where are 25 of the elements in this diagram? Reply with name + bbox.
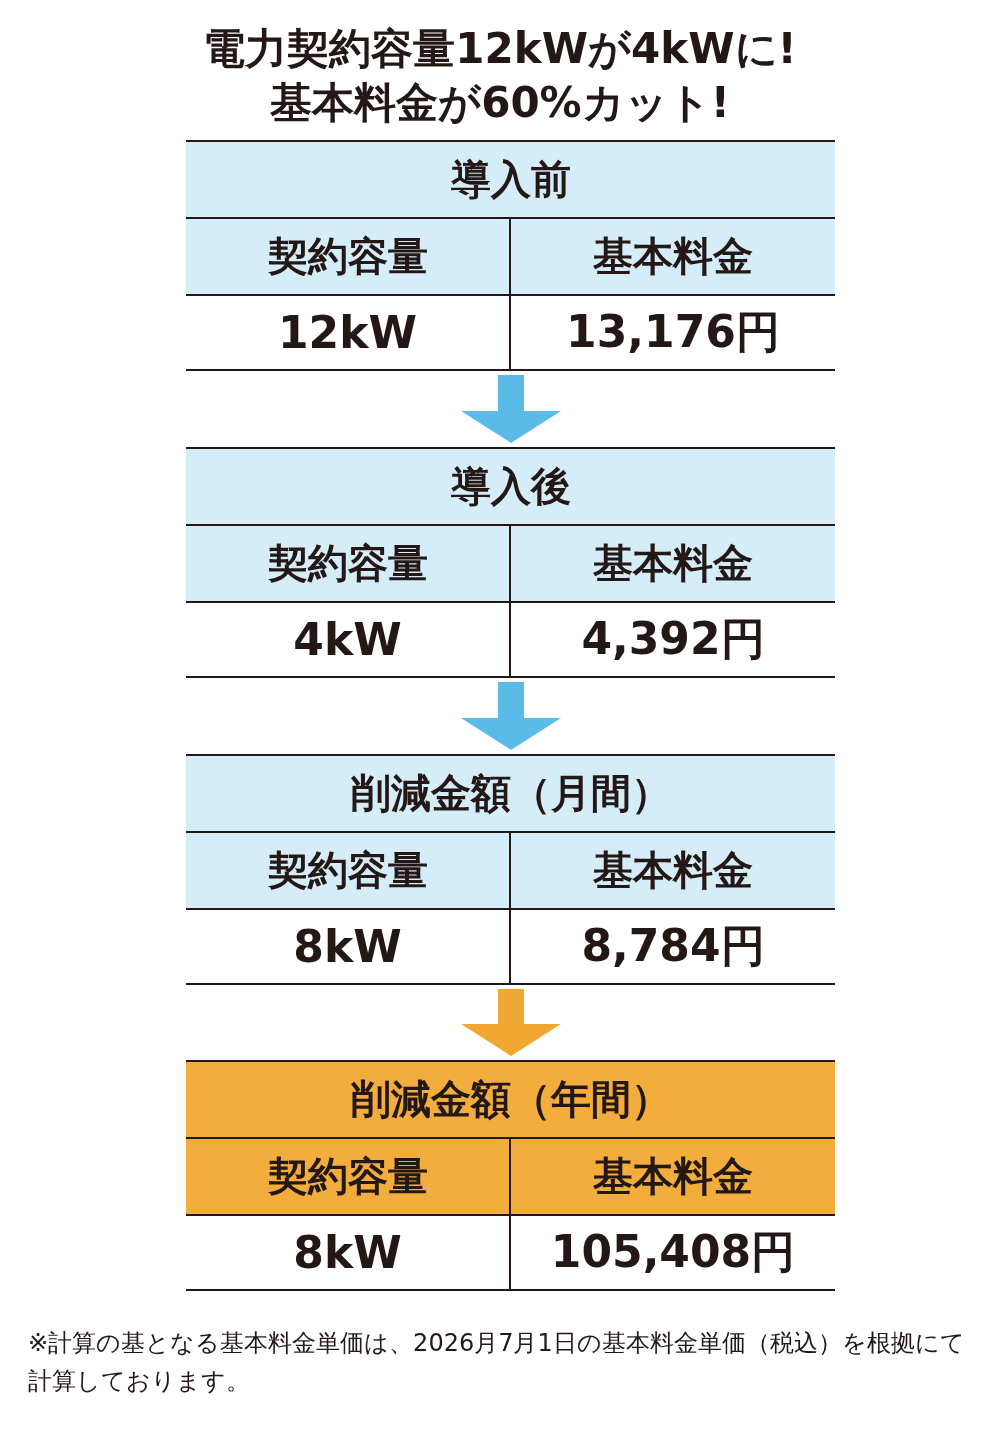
table-heading: 導入後 — [186, 447, 835, 524]
value-cell: 8,784円 — [511, 908, 835, 985]
value-cell: 8kW — [186, 1214, 511, 1291]
title: 電力契約容量12kWが4kWに! 基本料金が60%カット! — [202, 23, 798, 129]
footnote: ※計算の基となる基本料金単価は、2026月7月1日の基本料金単価（税込）を根拠にて計算しております。 — [28, 1328, 966, 1397]
down-arrow — [461, 375, 561, 443]
value-cell: 105,408円 — [511, 1214, 835, 1291]
column-header-cell: 基本料金 — [511, 831, 835, 908]
down-arrow — [461, 682, 561, 750]
column-header-cell: 基本料金 — [511, 1137, 835, 1214]
column-header-cell: 契約容量 — [186, 1137, 511, 1214]
column-header-cell: 基本料金 — [511, 524, 835, 601]
column-header-cell: 契約容量 — [186, 524, 511, 601]
table-heading: 削減金額（月間） — [186, 754, 835, 831]
table-heading: 削減金額（年間） — [186, 1060, 835, 1137]
column-header-cell: 基本料金 — [511, 217, 835, 294]
down-arrow — [461, 989, 561, 1056]
value-cell: 4,392円 — [511, 601, 835, 678]
column-header-cell: 契約容量 — [186, 217, 511, 294]
table-heading: 導入前 — [186, 140, 835, 217]
value-cell: 4kW — [186, 601, 511, 678]
column-header-cell: 契約容量 — [186, 831, 511, 908]
value-cell: 8kW — [186, 908, 511, 985]
value-cell: 12kW — [186, 294, 511, 371]
value-cell: 13,176円 — [511, 294, 835, 371]
